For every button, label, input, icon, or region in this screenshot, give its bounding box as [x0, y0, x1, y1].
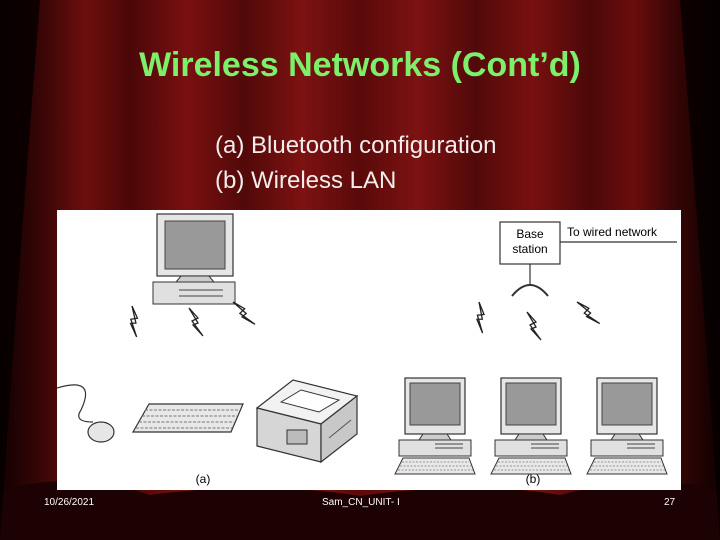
bolt-icon	[188, 307, 204, 337]
caption-line-a: (a) Bluetooth configuration	[215, 132, 497, 159]
panel-b-label: (b)	[526, 472, 541, 486]
wired-network-label: To wired network	[567, 225, 658, 239]
page-number: 27	[664, 497, 676, 508]
bolt-icon	[232, 297, 256, 330]
footer-date: 10/26/2021	[44, 497, 95, 508]
panel-a-label: (a)	[196, 472, 211, 486]
lan-computer-icon	[395, 378, 475, 474]
mouse-icon	[56, 384, 115, 443]
footer-title: Sam_CN_UNIT- I	[322, 497, 400, 508]
bolt-icon	[468, 301, 493, 334]
bolt-icon	[576, 296, 601, 329]
bolt-icon	[526, 311, 542, 341]
printer-icon	[255, 379, 359, 464]
diagram-canvas: Base station To wired network (a) (b)	[56, 213, 677, 486]
network-diagram: Base station To wired network (a) (b)	[56, 210, 681, 490]
base-station-icon	[499, 221, 677, 297]
base-station-label-line1: Base	[516, 227, 544, 241]
slide-title: Wireless Networks (Cont’d)	[139, 46, 581, 84]
caption-line-b: (b) Wireless LAN	[215, 167, 397, 194]
lan-computer-icon	[587, 378, 667, 474]
desktop-computer-icon	[152, 213, 236, 305]
slide-caption: (a) Bluetooth configuration (b) Wireless…	[215, 128, 497, 198]
bolt-icon	[122, 305, 146, 338]
keyboard-icon	[131, 403, 244, 433]
base-station-label-line2: station	[512, 242, 547, 256]
lan-computer-icon	[491, 378, 571, 474]
